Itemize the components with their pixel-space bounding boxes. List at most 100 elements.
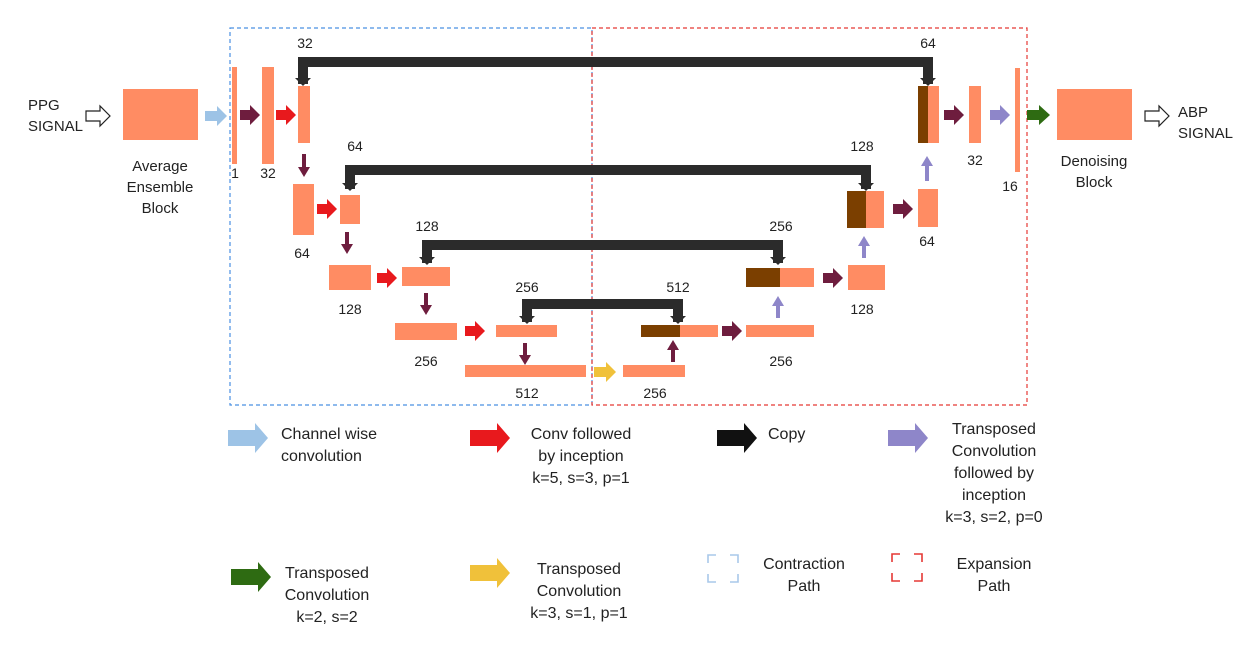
copy-connection-1 <box>298 57 933 84</box>
output-label-line2: SIGNAL <box>1178 125 1233 142</box>
enc-label-128b: 128 <box>415 218 439 234</box>
maroon-arrows <box>240 105 964 341</box>
average-ensemble-block <box>123 89 198 140</box>
enc-block-128b <box>402 267 450 286</box>
dec-label-16: 16 <box>1002 178 1018 194</box>
dec-block-256 <box>746 325 814 337</box>
legend-copy-line1: Copy <box>768 426 805 443</box>
legend-tconv-green-line1: Transposed <box>285 565 369 582</box>
expansion-path-region <box>591 27 1028 406</box>
legend-tconv-green-arrow-icon <box>231 562 271 592</box>
dec-label-64-copy: 64 <box>920 35 936 51</box>
legend-tconv-yellow-arrow-icon <box>470 558 510 588</box>
enc-block-256a <box>395 323 457 340</box>
dec-block-16 <box>1015 68 1020 172</box>
maroon-arrow-dec1 <box>944 105 964 125</box>
input-label-line1: PPG <box>28 97 60 114</box>
maroon-down-arrow-2 <box>341 232 353 254</box>
dec-label-256-copy: 256 <box>769 218 793 234</box>
transposed-conv-yellow-arrow <box>594 362 616 382</box>
dec-label-128: 128 <box>850 301 874 317</box>
enc-block-128a <box>329 265 371 290</box>
enc-label-128a: 128 <box>338 301 362 317</box>
legend-copy-arrow-icon <box>717 423 757 453</box>
legend-tconv-green-line3: k=2, s=2 <box>296 609 357 626</box>
legend-tconv-yellow-line3: k=3, s=1, p=1 <box>530 605 628 622</box>
legend-channel-wise-arrow-icon <box>228 423 268 453</box>
legend-conv-arrow-icon <box>470 423 510 453</box>
maroon-down-arrow-3 <box>420 293 432 315</box>
legend-tconv-inception-line4: inception <box>962 487 1026 504</box>
dec-block-128 <box>848 265 885 290</box>
purple-up-arrow-3 <box>921 156 933 181</box>
maroon-arrow-enc1 <box>240 105 260 125</box>
maroon-arrow-dec3 <box>823 268 843 288</box>
conv-arrow-4 <box>465 321 485 341</box>
maroon-up-arrow <box>667 340 679 362</box>
dec-block-512-copy <box>641 325 680 337</box>
dec-block-64-copy <box>918 86 928 143</box>
dec-label-256-bottom: 256 <box>643 385 667 401</box>
enc-label-32a: 32 <box>260 165 276 181</box>
dec-block-64 <box>918 189 938 227</box>
maroon-down-arrow-1 <box>298 154 310 177</box>
tconv-inception-arrows <box>772 105 1010 318</box>
legend-tconv-yellow-line2: Convolution <box>537 583 622 600</box>
dec-block-256-copy <box>746 268 780 287</box>
encoder-blocks <box>232 67 586 377</box>
enc-block-64a <box>293 184 314 235</box>
enc-label-256b: 256 <box>515 279 539 295</box>
copy-connections <box>298 57 933 322</box>
purple-up-arrow-2 <box>858 236 870 258</box>
legend-tconv-yellow-line1: Transposed <box>537 561 621 578</box>
legend-conv-line2: by inception <box>538 448 623 465</box>
legend-tconv-inception-line5: k=3, s=2, p=0 <box>945 509 1043 526</box>
input-label-line2: SIGNAL <box>28 118 83 135</box>
legend-channel-wise-line2: convolution <box>281 448 362 465</box>
dec-label-128-copy: 128 <box>850 138 874 154</box>
legend-channel-wise-line1: Channel wise <box>281 426 377 443</box>
enc-label-64b: 64 <box>347 138 363 154</box>
enc-label-256a: 256 <box>414 353 438 369</box>
legend-expansion-bracket-icon <box>891 553 923 582</box>
legend-tconv-inception-line1: Transposed <box>952 421 1036 438</box>
legend-tconv-inception-line3: followed by <box>954 465 1034 482</box>
dec-block-128-up <box>866 191 884 228</box>
legend: Channel wise convolution Conv followed b… <box>228 421 1043 626</box>
copy-connection-4 <box>522 299 683 322</box>
dec-label-512: 512 <box>666 279 690 295</box>
denoising-block-label-line2: Block <box>1076 174 1113 191</box>
dec-label-64: 64 <box>919 233 935 249</box>
maroon-down-arrows <box>298 154 531 365</box>
copy-connection-3 <box>422 240 783 263</box>
legend-expansion-line1: Expansion <box>957 556 1032 573</box>
enc-block-256b <box>496 325 557 337</box>
dec-block-128-copy <box>847 191 866 228</box>
average-block-label-line3: Block <box>142 200 179 217</box>
maroon-arrow-dec2 <box>893 199 913 219</box>
legend-tconv-green-line2: Convolution <box>285 587 370 604</box>
enc-label-64a: 64 <box>294 245 310 261</box>
average-block-label-line2: Ensemble <box>127 179 194 196</box>
maroon-arrow-dec4 <box>722 321 742 341</box>
legend-conv-line3: k=5, s=3, p=1 <box>532 470 630 487</box>
legend-expansion-line2: Path <box>978 578 1011 595</box>
average-block-label-line1: Average <box>132 158 188 175</box>
dec-block-256-up <box>780 268 814 287</box>
input-arrow-icon <box>85 104 111 128</box>
channel-wise-conv-arrow <box>205 106 227 126</box>
legend-contraction-line2: Path <box>788 578 821 595</box>
conv-arrow-3 <box>377 268 397 288</box>
legend-tconv-inception-line2: Convolution <box>952 443 1037 460</box>
maroon-down-arrow-4 <box>519 343 531 365</box>
dec-label-32: 32 <box>967 152 983 168</box>
dec-block-256-bottom <box>623 365 685 377</box>
dec-block-64-up <box>928 86 939 143</box>
decoder-blocks <box>623 68 1020 377</box>
enc-label-32b: 32 <box>297 35 313 51</box>
denoising-block <box>1057 89 1132 140</box>
legend-contraction-line1: Contraction <box>763 556 845 573</box>
bottleneck-label-512: 512 <box>515 385 539 401</box>
enc-label-1: 1 <box>231 165 239 181</box>
